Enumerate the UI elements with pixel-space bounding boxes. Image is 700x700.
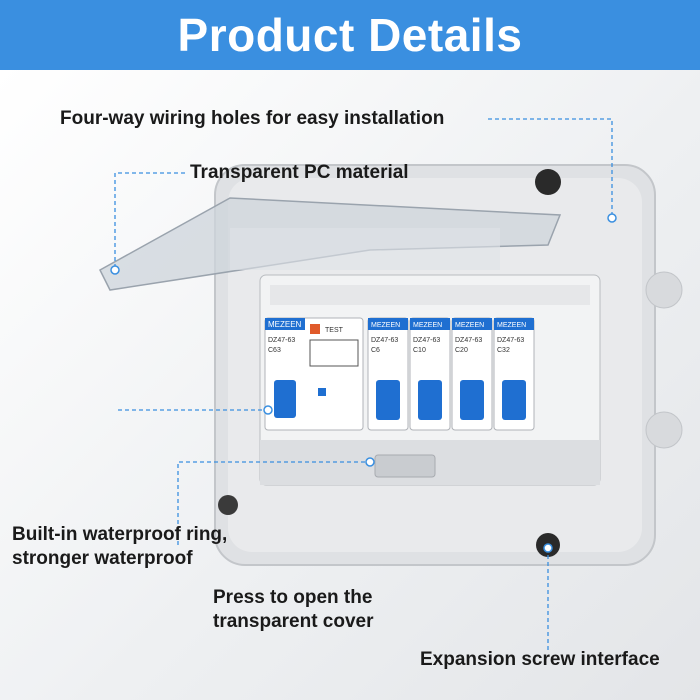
breaker-rating: C6	[371, 347, 380, 354]
knockout-bottom	[645, 411, 683, 449]
callout-pc-material: Transparent PC material	[190, 162, 409, 183]
breaker-model: DZ47-63	[371, 337, 398, 344]
callout-press-line1: Press to open the	[213, 587, 373, 608]
callout-press-line2: transparent cover	[213, 611, 374, 632]
page-title: Product Details	[177, 9, 523, 61]
breaker-brand: MEZEEN	[371, 322, 400, 329]
breaker-rating: C32	[497, 347, 510, 354]
leader-lines	[114, 118, 613, 650]
rcd-rating: C63	[268, 347, 281, 354]
rcd-brand: MEZEEN	[268, 320, 302, 329]
header-banner: Product Details	[0, 0, 700, 70]
breaker-rating: C10	[413, 347, 426, 354]
breaker-rating: C20	[455, 347, 468, 354]
din-rail-top	[270, 285, 590, 305]
leader-dots	[110, 213, 617, 553]
breaker-brand: MEZEEN	[497, 322, 526, 329]
cover-hinge	[230, 228, 500, 270]
breaker-brand: MEZEEN	[455, 322, 484, 329]
latch-button	[374, 454, 436, 478]
breaker-model: DZ47-63	[455, 337, 482, 344]
callout-waterproof-line2: stronger waterproof	[12, 548, 193, 569]
callout-waterproof: Built-in waterproof ring, stronger water…	[12, 523, 227, 571]
callout-waterproof-line1: Built-in waterproof ring,	[12, 524, 228, 545]
breaker-model: DZ47-63	[497, 337, 524, 344]
breaker-toggle	[418, 380, 442, 420]
callout-press-open: Press to open the transparent cover	[213, 586, 374, 634]
breaker-toggle	[376, 380, 400, 420]
screw-hole-bottom-left	[218, 495, 238, 515]
breaker-model: DZ47-63	[413, 337, 440, 344]
screw-hole-top-right	[535, 169, 561, 195]
callout-wiring-holes: Four-way wiring holes for easy installat…	[60, 108, 445, 129]
knockout-top	[645, 271, 683, 309]
rcd-test-label: TEST	[325, 327, 344, 334]
breaker-toggle	[502, 380, 526, 420]
callout-expansion: Expansion screw interface	[420, 649, 660, 670]
breaker-toggle	[460, 380, 484, 420]
breaker-brand: MEZEEN	[413, 322, 442, 329]
rcd-module: MEZEEN DZ47-63 C63 TEST	[264, 317, 364, 431]
rcd-model: DZ47-63	[268, 337, 295, 344]
